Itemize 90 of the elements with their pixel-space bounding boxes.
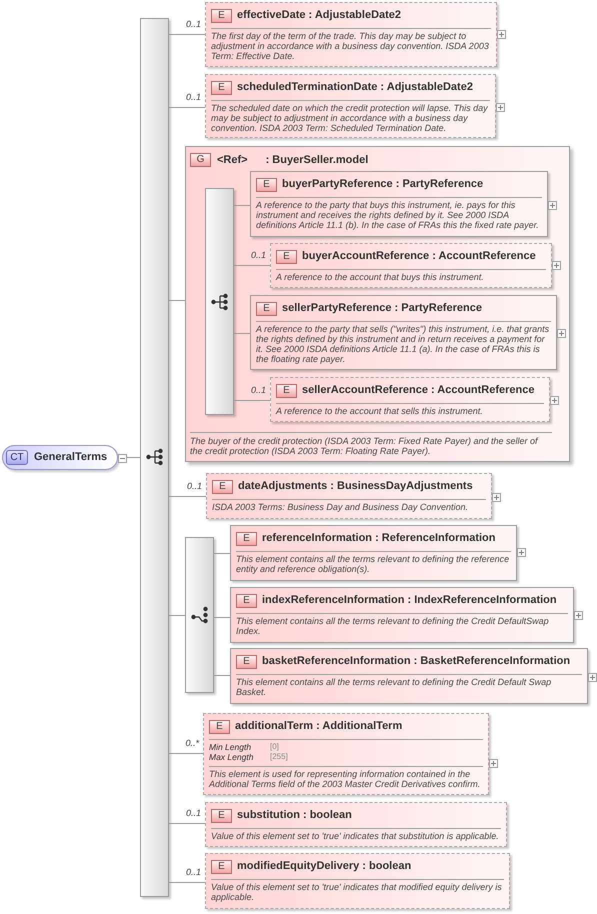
connector-line xyxy=(168,300,186,301)
element-badge: E xyxy=(211,860,232,874)
connector-line xyxy=(168,823,206,824)
connector-line xyxy=(168,107,206,108)
element-box xyxy=(250,295,557,370)
element-badge: E xyxy=(211,80,232,94)
cardinality-label: 0..1 xyxy=(186,92,201,102)
facet-label: Max Length xyxy=(209,752,254,762)
cardinality-label: 0..1 xyxy=(250,250,266,260)
cardinality-label: 0..1 xyxy=(250,385,266,395)
compositor-bar xyxy=(205,188,234,415)
description-text: A reference to the account that buys this instrument. xyxy=(276,272,485,282)
element-name: indexReferenceInformation : IndexReferenceInformation xyxy=(262,595,557,606)
group-box xyxy=(185,146,570,462)
connector-line xyxy=(234,205,250,206)
description-text: This element contains all the terms relevant to defining the Credit Default Swap Basket. xyxy=(236,677,552,697)
element-badge: E xyxy=(276,384,297,398)
element-name: additionalTerm : AdditionalTerm xyxy=(235,721,402,732)
element-badge: E xyxy=(209,720,230,734)
element-name: buyerPartyReference : PartyReference xyxy=(282,179,484,190)
element-name: referenceInformation : ReferenceInformation xyxy=(262,533,496,544)
group-badge: G xyxy=(190,153,211,167)
description-text: A reference to the party that buys this instrument, ie. pays for this instrument and receives the rights defined by it. See 2000 ISDA definitions Article 11.1 (b). In the case of FRAs this the fixed rate payer. xyxy=(256,200,540,230)
compositor-bar xyxy=(140,18,169,897)
connector-line xyxy=(168,34,206,35)
element-badge: E xyxy=(256,178,277,192)
element-badge: E xyxy=(211,8,232,22)
description-text: This element contains all the terms relevant to defining the Credit DefaultSwap Index. xyxy=(236,616,550,636)
element-name: sellerAccountReference : AccountReference xyxy=(302,385,535,396)
element-badge: E xyxy=(276,250,297,264)
facet-value: [0] xyxy=(270,742,280,752)
element-badge: E xyxy=(236,594,257,608)
description-text: The scheduled date on which the credit protection will lapse. This day may be subject to adjustment in accordance with a business day convention. ISDA 2003 Term: Scheduled Termination Date. xyxy=(211,103,489,133)
connector-line xyxy=(168,753,204,754)
group-type-name: : BuyerSeller.model xyxy=(266,154,368,166)
element-name: buyerAccountReference : AccountReference xyxy=(302,251,536,262)
element-name: substitution : boolean xyxy=(237,810,352,821)
element-name: effectiveDate : AdjustableDate2 xyxy=(237,10,402,21)
facet-label: Min Length xyxy=(209,742,252,752)
element-name: modifiedEquityDelivery : boolean xyxy=(237,861,412,872)
description-text: This element is used for representing information contained in the Additional Terms field of the 2003 Master Credit Derivatives confirm. xyxy=(209,769,482,789)
connector-line xyxy=(234,265,270,266)
element-badge: E xyxy=(212,480,233,494)
element-name: sellerPartyReference : PartyReference xyxy=(282,303,482,314)
element-box xyxy=(230,648,588,704)
element-badge: E xyxy=(236,654,257,668)
element-name: dateAdjustments : BusinessDayAdjustments xyxy=(238,481,473,492)
connector-line xyxy=(168,882,206,883)
description-text: Value of this element set to 'true' indicates that substitution is applicable. xyxy=(211,831,500,841)
cardinality-label: 0..1 xyxy=(186,867,201,877)
description-text: This element contains all the terms relevant to defining the reference entity and reference obligation(s). xyxy=(236,554,510,574)
element-box xyxy=(203,713,489,795)
element-box xyxy=(205,802,507,847)
element-badge: E xyxy=(256,302,277,316)
connector-line xyxy=(214,553,230,554)
connector-line xyxy=(234,400,270,401)
element-box xyxy=(205,853,510,909)
compositor-bar xyxy=(185,537,214,693)
element-box xyxy=(250,171,548,237)
element-box xyxy=(230,525,517,581)
description-text: ISDA 2003 Terms: Business Day and Business Day Convention. xyxy=(212,502,469,512)
element-box xyxy=(270,377,550,422)
element-box xyxy=(206,473,492,519)
description-text: Value of this element set to 'true' indicates that modified equity delivery is applicable. xyxy=(211,882,503,902)
type-name: GeneralTerms xyxy=(34,452,108,463)
description-text: A reference to the party that sells ("writes") this instrument, i.e. that grants the rights defined by this instrument and in return receives a payment for it. See 2000 ISDA definitions Article 11.1 (a). In the case of FRAs this is the floating rate payer. xyxy=(256,324,550,364)
element-name: scheduledTerminationDate : AdjustableDate2 xyxy=(237,82,473,93)
complex-type-badge: CT xyxy=(6,450,28,465)
description-text: A reference to the account that sells this instrument. xyxy=(276,406,484,416)
connector-line xyxy=(234,333,250,334)
connector-line xyxy=(168,615,186,616)
group-reference: <Ref> xyxy=(217,154,248,166)
connector-line xyxy=(168,496,206,497)
cardinality-label: 0..1 xyxy=(186,808,201,818)
element-box xyxy=(205,2,497,67)
facet-value: [255] xyxy=(270,752,289,762)
element-box xyxy=(230,587,574,643)
connector-line xyxy=(214,617,230,618)
element-name: basketReferenceInformation : BasketReferenceInformation xyxy=(262,656,570,667)
cardinality-label: 0..1 xyxy=(186,481,202,491)
description-text: The buyer of the credit protection (ISDA 2003 Term: Fixed Rate Payer) and the seller of the credit protection (ISDA 2003 Term: Floating Rate Payer). xyxy=(190,436,540,456)
element-badge: E xyxy=(211,808,232,822)
element-badge: E xyxy=(236,532,257,546)
element-box xyxy=(205,74,496,138)
cardinality-label: 0..1 xyxy=(186,19,201,29)
cardinality-label: 0..* xyxy=(185,738,199,748)
connector-line xyxy=(214,675,230,676)
description-text: The first day of the term of the trade. This day may be subject to adjustment in accordance with a business day convention. ISDA 2003 Term: Effective Date. xyxy=(211,31,490,61)
complex-type-box xyxy=(2,445,118,470)
element-box xyxy=(270,243,552,288)
